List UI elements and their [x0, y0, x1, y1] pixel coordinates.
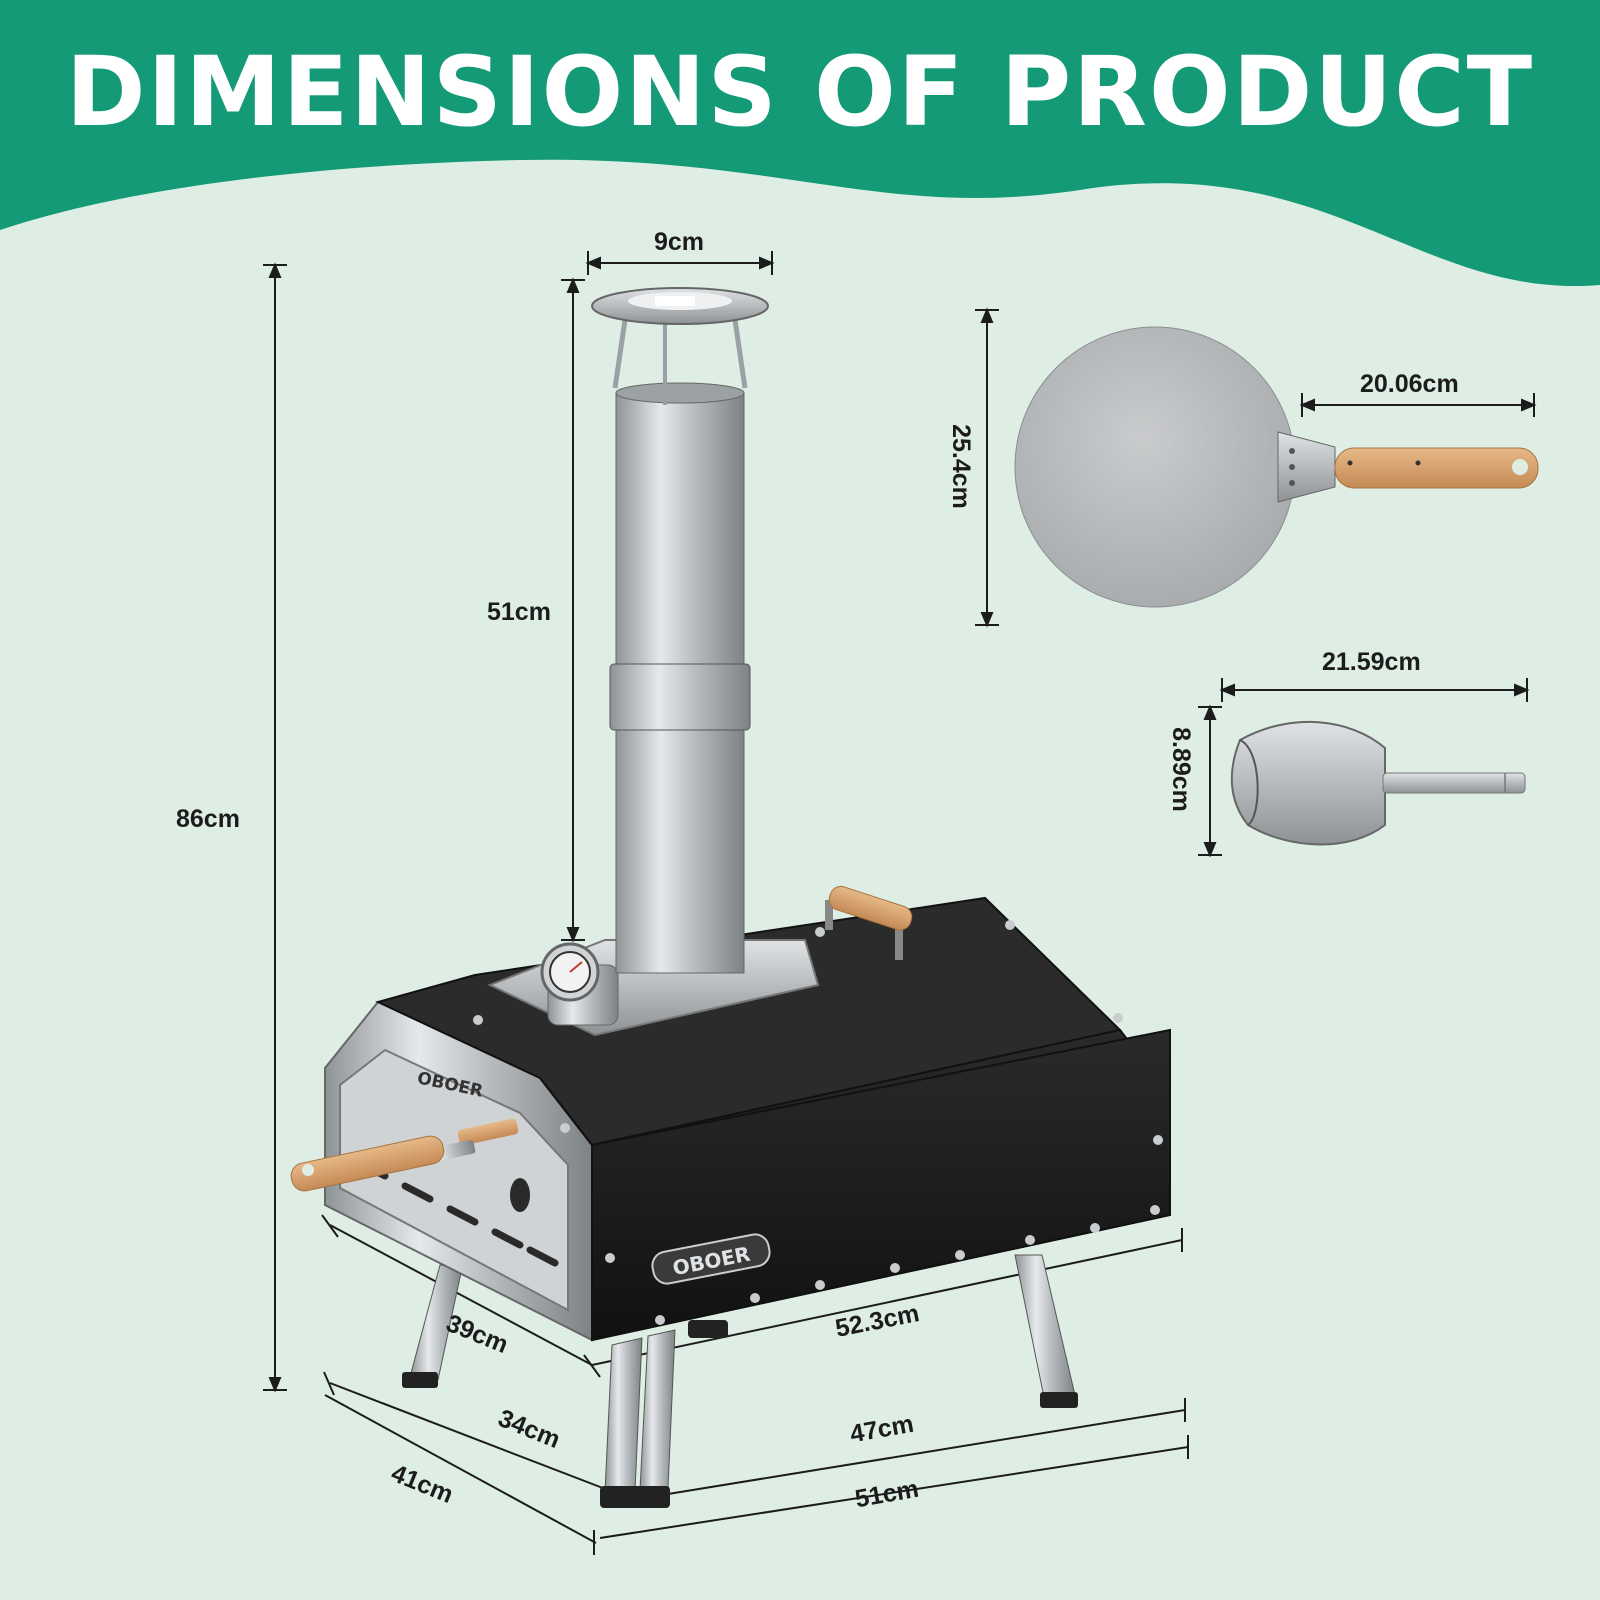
- scoop-handle: [1382, 772, 1526, 794]
- oven-opening: [339, 1048, 569, 1312]
- scoop-height-label: 8.89cm: [1166, 727, 1195, 812]
- charcoal-scoop: [1230, 720, 1526, 846]
- chimney-diameter-label: 9cm: [654, 228, 705, 256]
- chimney-height-label: 51cm: [487, 598, 551, 626]
- thermometer: [540, 942, 619, 1026]
- chimney: [591, 287, 769, 974]
- dimension-lines: [263, 251, 1537, 1555]
- peel-bracket: [1277, 431, 1336, 503]
- peel-handle-length-label: 20.06cm: [1360, 370, 1459, 398]
- page-title: DIMENSIONS OF PRODUCT: [65, 36, 1535, 148]
- back-leg-right: [1014, 1254, 1076, 1403]
- door-handle: [290, 1118, 519, 1192]
- scoop-length-label: 21.59cm: [1322, 648, 1421, 676]
- pizza-oven: OBOER OBOER: [290, 287, 1171, 1508]
- total-height-label: 86cm: [176, 805, 240, 833]
- header-banner: [0, 0, 1600, 287]
- scoop-bowl: [1230, 720, 1386, 846]
- peel-diameter-label: 25.4cm: [946, 424, 975, 509]
- pizza-peel: [1014, 326, 1539, 608]
- peel-handle: [1334, 447, 1539, 489]
- top-handle: [825, 885, 913, 960]
- peel-blade: [1014, 326, 1296, 608]
- brand-plate: [651, 1233, 771, 1285]
